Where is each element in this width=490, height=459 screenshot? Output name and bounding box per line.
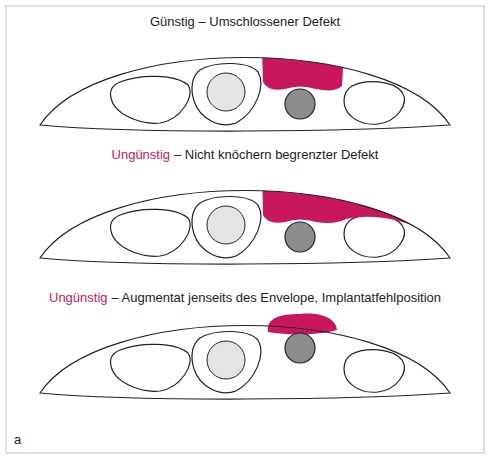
alveolar-ridge — [40, 326, 450, 400]
ridge-panel — [40, 50, 450, 131]
tooth-root — [192, 196, 261, 257]
heading-row: Günstig – Umschlossener Defekt — [10, 14, 480, 30]
heading-row: Ungünstig– Nicht knöchern begrenzter Def… — [10, 147, 480, 163]
rating-word: Ungünstig — [49, 290, 108, 305]
tooth-root — [110, 209, 190, 256]
ridge-panel — [40, 314, 450, 399]
panel-heading: – Nicht knöchern begrenzter Defekt — [174, 147, 379, 162]
tooth-root — [344, 215, 404, 258]
figure-frame — [6, 6, 484, 453]
heading-row: Ungünstig– Augmentat jenseits des Envelo… — [10, 290, 480, 306]
alveolar-ridge — [40, 191, 450, 265]
panel-heading: – Augmentat jenseits des Envelope, Impla… — [111, 290, 441, 305]
tooth-root — [192, 331, 261, 392]
root-canal — [207, 73, 245, 111]
rating-word: Ungünstig — [112, 147, 171, 162]
alveolar-ridge — [40, 58, 450, 132]
tooth-root — [192, 63, 261, 124]
root-canal — [207, 206, 245, 244]
tooth-root — [110, 344, 190, 391]
bone-defect — [262, 163, 440, 233]
tooth-root — [344, 82, 404, 125]
tooth-root — [344, 350, 404, 393]
implant — [285, 222, 315, 252]
ridge-panel — [40, 163, 450, 264]
implant — [285, 89, 315, 119]
figure-letter: a — [14, 432, 21, 448]
panel-heading: Günstig – Umschlossener Defekt — [150, 14, 340, 29]
implant — [285, 333, 315, 363]
bone-defect — [262, 50, 344, 90]
augmentation — [268, 314, 337, 335]
root-canal — [207, 341, 245, 379]
tooth-root — [110, 76, 190, 123]
